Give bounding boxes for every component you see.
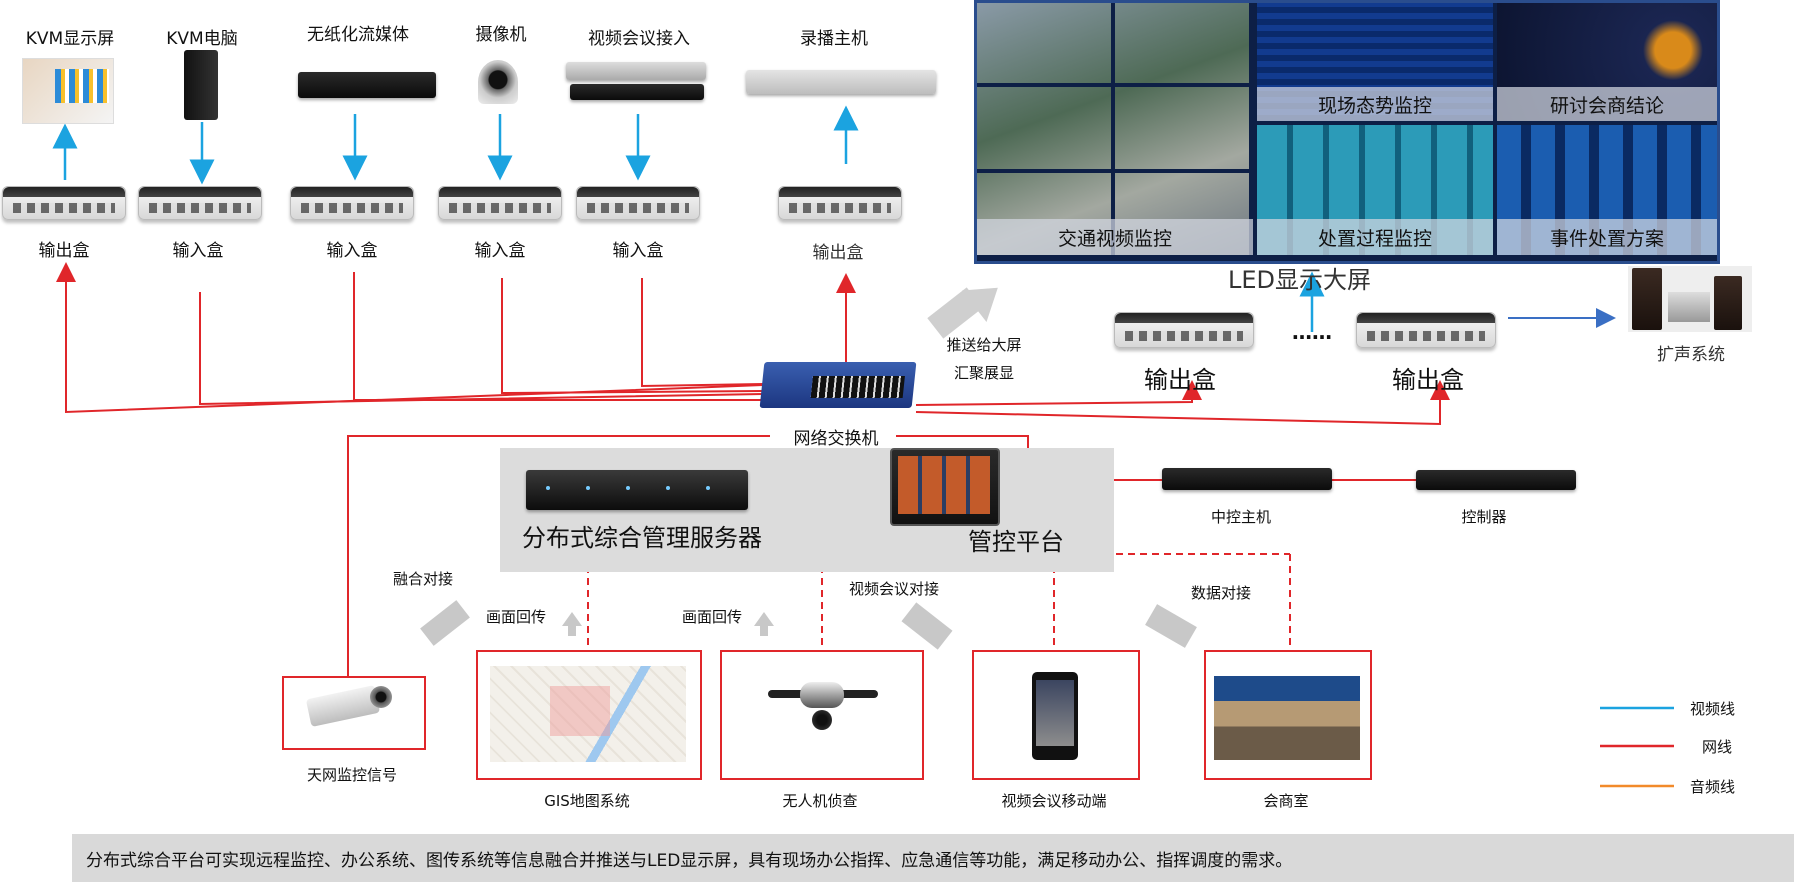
mobile-label: 视频会议移动端 (1001, 792, 1107, 810)
video-conf-input-label: 视频会议接入 (588, 29, 690, 49)
speaker-right-icon (1714, 276, 1742, 330)
speaker-system-label: 扩声系统 (1657, 345, 1725, 365)
video-lines (52, 105, 1325, 332)
return-arrow-2-icon (754, 612, 774, 626)
recorder-device (746, 70, 936, 94)
drone-body-icon (800, 682, 844, 708)
phone-screen (1036, 680, 1074, 746)
paperless-media-device (298, 72, 436, 98)
kvm-screen-label: KVM显示屏 (25, 29, 115, 49)
ptz-camera-icon (478, 60, 518, 104)
led-wall-title: LED显示大屏 (1228, 266, 1372, 294)
camera-lens-icon (370, 686, 392, 708)
output-box-4-device (1356, 312, 1496, 348)
gis-label: GIS地图系统 (544, 792, 630, 810)
ellipsis-text: …… (1292, 320, 1332, 344)
data-link-label: 数据对接 (1190, 584, 1251, 602)
push-label-1: 推送给大屏 (946, 336, 1022, 354)
seminar-caption: 研讨会商结论 (1497, 87, 1717, 121)
controller-label: 控制器 (1461, 508, 1507, 526)
meeting-room-image (1214, 676, 1360, 760)
push-label-2: 汇聚展显 (953, 364, 1014, 382)
controller-device (1416, 470, 1576, 490)
input-box-3-label: 输入盒 (474, 241, 526, 261)
output-box-1-device (2, 186, 126, 220)
vconf-device-bottom (570, 84, 704, 100)
output-box-4-label: 输出盒 (1392, 366, 1464, 394)
output-box-3-device (1114, 312, 1254, 348)
legend-audio-label: 音频线 (1690, 778, 1736, 796)
output-box-3-label: 输出盒 (1144, 366, 1216, 394)
input-box-4-device (576, 186, 700, 220)
gis-map-image (490, 666, 686, 762)
monitor-screen (898, 456, 990, 514)
server-label: 分布式综合管理服务器 (522, 524, 762, 552)
kvm-pc-label: KVM电脑 (166, 29, 238, 49)
output-box-1-label: 输出盒 (38, 241, 90, 261)
process-panel: 处置过程监控 (1257, 125, 1493, 255)
legend-net-label: 网线 (1702, 738, 1733, 756)
meeting-room-label: 会商室 (1263, 792, 1309, 810)
vconf-device-top (566, 62, 706, 80)
plan-panel: 事件处置方案 (1497, 125, 1717, 255)
return-label-2: 画面回传 (681, 608, 742, 626)
footer-text: 分布式综合平台可实现远程监控、办公系统、图传系统等信息融合并推送与LED显示屏，… (86, 850, 1293, 871)
switch-ports (810, 376, 905, 398)
led-video-wall: 交通视频监控 现场态势监控 研讨会商结论 处置过程监控 事件处置方案 (974, 0, 1720, 264)
central-host-device (1162, 468, 1332, 490)
seminar-panel: 研讨会商结论 (1497, 3, 1717, 121)
gis-frame (476, 650, 702, 780)
management-area (500, 448, 1114, 572)
skynet-frame (282, 676, 426, 750)
legend-video-label: 视频线 (1690, 700, 1736, 718)
fusion-label: 融合对接 (392, 570, 453, 588)
pc-tower-icon (184, 50, 218, 120)
footer-banner: 分布式综合平台可实现远程监控、办公系统、图传系统等信息融合并推送与LED显示屏，… (72, 834, 1794, 882)
return-arrow-1-stem (568, 626, 576, 636)
return-label-1: 画面回传 (485, 608, 546, 626)
input-box-1-label: 输入盒 (172, 241, 224, 261)
control-platform-label: 管控平台 (968, 528, 1064, 556)
network-switch-label: 网络交换机 (776, 424, 896, 449)
gis-zone (550, 686, 610, 736)
drone-label: 无人机侦查 (782, 792, 858, 810)
paperless-label: 无纸化流媒体 (307, 25, 409, 45)
plan-caption: 事件处置方案 (1497, 219, 1717, 255)
output-box-2-label: 输出盒 (812, 243, 864, 263)
server-device (526, 470, 748, 510)
process-caption: 处置过程监控 (1257, 219, 1493, 255)
mobile-frame (972, 650, 1140, 780)
drone-frame (720, 650, 924, 780)
return-arrow-1-icon (562, 612, 582, 626)
surveillance-camera-icon (305, 685, 381, 727)
camera-label: 摄像机 (475, 25, 527, 45)
kvm-screen-image (22, 58, 114, 124)
network-switch-device (759, 362, 917, 408)
smartphone-icon (1032, 672, 1078, 760)
drone-camera-icon (812, 710, 832, 730)
speaker-left-icon (1632, 268, 1662, 330)
recorder-label: 录播主机 (800, 29, 868, 49)
input-box-2-label: 输入盒 (326, 241, 378, 261)
skynet-label: 天网监控信号 (306, 766, 397, 784)
central-host-label: 中控主机 (1210, 508, 1271, 526)
situation-panel: 现场态势监控 (1257, 3, 1493, 121)
input-box-1-device (138, 186, 262, 220)
amplifier-icon (1668, 292, 1710, 322)
meeting-room-frame (1204, 650, 1372, 780)
traffic-panel: 交通视频监控 (977, 3, 1253, 255)
input-box-2-device (290, 186, 414, 220)
input-box-4-label: 输入盒 (612, 241, 664, 261)
input-box-3-device (438, 186, 562, 220)
kvm-monitor-icon (55, 69, 109, 103)
vconf-link-label: 视频会议对接 (848, 580, 939, 598)
traffic-caption: 交通视频监控 (977, 219, 1253, 255)
output-box-2-device (778, 186, 902, 220)
speaker-system-image (1628, 266, 1752, 332)
situation-caption: 现场态势监控 (1257, 87, 1493, 121)
return-arrow-2-stem (760, 626, 768, 636)
control-platform-monitor (890, 448, 1000, 526)
